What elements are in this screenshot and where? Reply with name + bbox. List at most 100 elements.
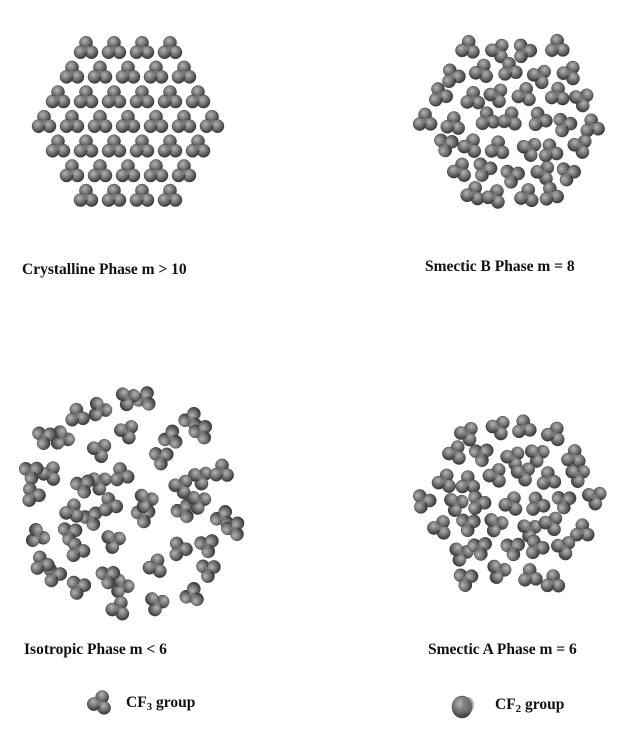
molecule xyxy=(545,34,570,57)
molecule xyxy=(32,110,56,133)
molecule xyxy=(172,159,196,182)
molecule xyxy=(537,179,565,206)
molecule xyxy=(100,525,130,556)
molecule xyxy=(134,486,161,514)
molecule xyxy=(116,61,140,84)
cf3-suffix: group xyxy=(152,694,195,711)
molecule xyxy=(517,562,543,587)
molecule xyxy=(74,184,98,207)
molecule xyxy=(455,34,482,60)
molecule xyxy=(430,465,460,494)
molecule xyxy=(158,135,182,158)
smectic-b-phase-panel xyxy=(413,33,606,210)
cf2-prefix: CF xyxy=(495,696,516,713)
molecule xyxy=(24,522,53,552)
molecule xyxy=(102,86,126,109)
molecule xyxy=(567,82,600,115)
isotropic-phase-panel xyxy=(14,382,244,622)
crystalline-phase-panel xyxy=(32,36,224,206)
molecule xyxy=(107,460,136,488)
molecule xyxy=(116,110,140,133)
molecule xyxy=(60,110,84,133)
molecule xyxy=(130,86,154,109)
molecule xyxy=(513,181,541,208)
molecule xyxy=(524,103,554,132)
molecule xyxy=(545,81,571,106)
molecule xyxy=(116,159,140,182)
isotropic-phase-caption: Isotropic Phase m < 6 xyxy=(24,641,167,659)
molecule xyxy=(541,569,566,592)
molecule xyxy=(496,104,525,131)
molecule xyxy=(141,550,171,579)
molecule xyxy=(46,86,70,109)
molecule xyxy=(460,86,485,110)
molecule xyxy=(102,135,126,158)
molecule xyxy=(570,519,594,542)
molecule xyxy=(46,135,70,158)
molecule xyxy=(104,592,135,622)
molecule xyxy=(445,154,475,183)
molecule xyxy=(186,135,210,158)
cf3-prefix: CF xyxy=(126,694,147,711)
molecule xyxy=(413,108,437,131)
molecule xyxy=(130,36,154,59)
smectic-a-phase-panel xyxy=(406,410,612,594)
molecule xyxy=(535,465,562,490)
molecule xyxy=(74,36,98,59)
molecule xyxy=(561,443,588,469)
molecule xyxy=(536,137,564,164)
molecule xyxy=(158,86,182,109)
molecule xyxy=(172,110,196,133)
molecule xyxy=(177,581,206,611)
molecule xyxy=(580,480,613,513)
molecule xyxy=(144,110,168,133)
molecule xyxy=(547,484,579,516)
molecule xyxy=(158,36,182,59)
molecule xyxy=(64,402,91,427)
molecule xyxy=(60,159,84,182)
molecule xyxy=(522,488,552,517)
smectic-b-phase-caption: Smectic B Phase m = 8 xyxy=(425,258,575,276)
smectic-a-phase-caption: Smectic A Phase m = 6 xyxy=(428,641,577,659)
cf2-group-label: CF2 group xyxy=(495,696,564,715)
molecule xyxy=(84,432,117,465)
molecule xyxy=(102,184,126,207)
molecule xyxy=(186,86,210,109)
molecule xyxy=(483,410,516,443)
molecule xyxy=(163,532,195,563)
molecule xyxy=(467,56,497,85)
molecule xyxy=(144,588,172,617)
molecule xyxy=(88,61,112,84)
molecule xyxy=(102,36,126,59)
cf3-group-label: CF3 group xyxy=(126,694,195,713)
molecule xyxy=(510,413,537,439)
molecule xyxy=(74,135,98,158)
molecule xyxy=(88,396,113,422)
molecule xyxy=(130,184,154,207)
molecule xyxy=(448,562,480,595)
molecule xyxy=(144,159,168,182)
molecule xyxy=(442,488,472,518)
molecule xyxy=(172,61,196,84)
molecule xyxy=(483,510,511,539)
molecule xyxy=(486,557,513,585)
cf2-group-icon xyxy=(452,696,474,718)
cf2-suffix: group xyxy=(521,696,564,713)
crystalline-phase-caption: Crystalline Phase m > 10 xyxy=(22,261,187,279)
molecule xyxy=(406,484,439,516)
molecule xyxy=(484,134,511,159)
molecule xyxy=(200,110,224,133)
molecule xyxy=(209,458,234,482)
molecule xyxy=(539,417,571,448)
molecule xyxy=(497,487,528,517)
molecule xyxy=(191,529,220,559)
molecule xyxy=(14,455,45,487)
molecule xyxy=(578,112,605,138)
molecule xyxy=(88,159,112,182)
molecule xyxy=(550,156,583,189)
molecule xyxy=(130,135,154,158)
molecule xyxy=(114,382,144,413)
molecule xyxy=(144,61,168,84)
molecule xyxy=(88,110,112,133)
